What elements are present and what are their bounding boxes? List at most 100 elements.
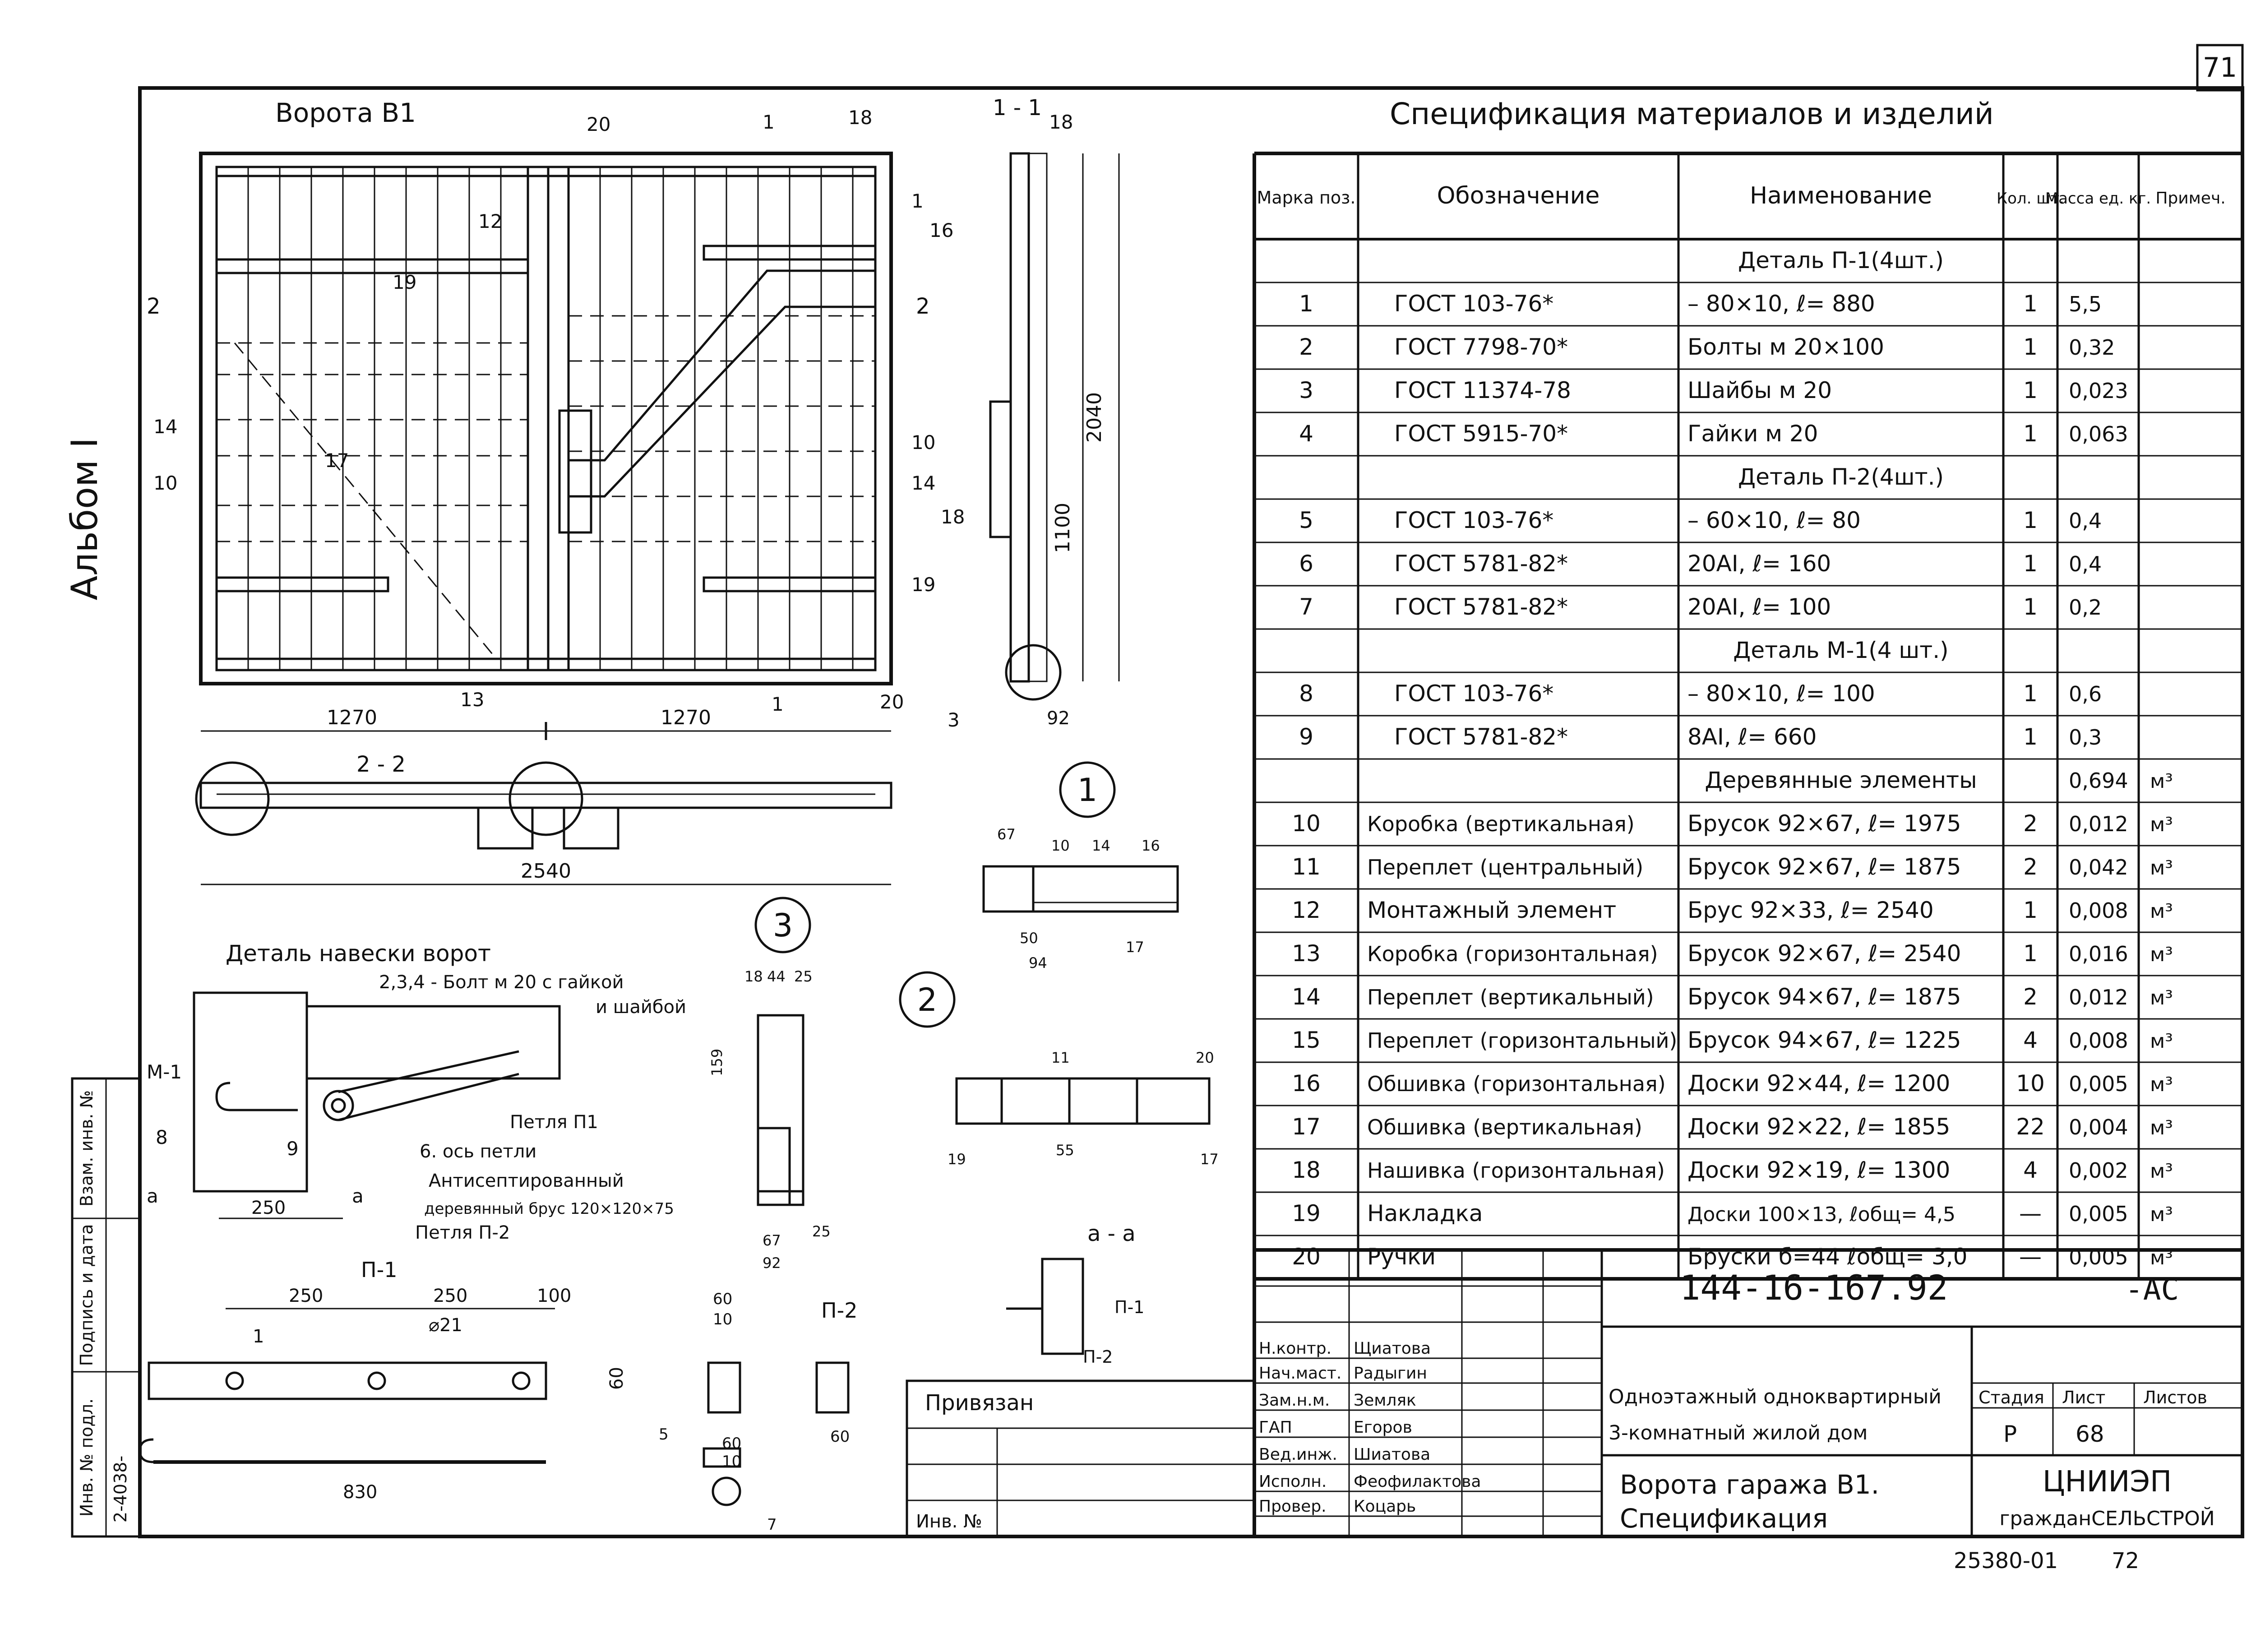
spec-cell-r1-c2: – 80×10, ℓ= 880 (1687, 291, 1875, 317)
spec-cell-r7-c0: 6 (1299, 551, 1313, 577)
spec-cell-r6-c2: – 60×10, ℓ= 80 (1687, 507, 1861, 533)
p1-dim-60: 60 (606, 1367, 627, 1390)
p1-dim-100: 100 (537, 1286, 571, 1306)
spec-cell-r11-c4: 0,3 (2069, 725, 2102, 750)
tb-name-4: Шиатова (1354, 1445, 1430, 1464)
spec-cell-r14-c5: м³ (2150, 856, 2173, 879)
spec-cell-r3-c4: 0,023 (2069, 379, 2128, 403)
tb-stage: Р (2003, 1421, 2017, 1447)
d3-dim-67: 67 (763, 1232, 781, 1249)
tb-role-3: ГАП (1259, 1418, 1292, 1437)
spec-cell-r20-c4: 0,004 (2069, 1115, 2128, 1139)
d2-mark-19: 19 (948, 1151, 966, 1168)
spec-cell-r23-c1: Ручки (1367, 1244, 1436, 1270)
spec-cell-r14-c1: Переплет (центральный) (1367, 855, 1643, 879)
spec-cell-r16-c2: Брусок 92×67, ℓ= 2540 (1687, 940, 1961, 967)
spec-cell-r6-c1: ГОСТ 103-76* (1394, 507, 1553, 533)
spec-header-1: Обозначение (1437, 182, 1600, 209)
tb-roles: Н.контр.ЩиатоваНач.маст.РадыгинЗам.н.м.З… (1259, 1339, 1481, 1516)
spec-cell-r2-c2: Болты м 20×100 (1687, 334, 1884, 360)
d3-dim-159: 159 (708, 1049, 726, 1076)
mark-10b: 10 (911, 431, 935, 453)
svg-text:2: 2 (916, 294, 930, 319)
p2-mark-5: 5 (659, 1425, 669, 1444)
spec-cell-r3-c1: ГОСТ 11374-78 (1394, 377, 1571, 403)
p1-mark-1: 1 (253, 1326, 264, 1347)
gate-elevation: Ворота В1 (147, 97, 953, 740)
section-a-a: а - а П-1 П-2 (1006, 1221, 1144, 1367)
d2-mark-20: 20 (1196, 1049, 1214, 1066)
d1-dim-10: 10 (1051, 837, 1070, 854)
spec-cell-r3-c2: Шайбы м 20 (1687, 377, 1832, 403)
spec-cell-r17-c3: 2 (2023, 984, 2038, 1010)
spec-cell-r17-c0: 14 (1292, 984, 1321, 1010)
spec-cell-r10-c0: 8 (1299, 680, 1313, 707)
hinge-detail-title: Деталь навески ворот (226, 940, 491, 967)
spec-cell-r6-c4: 0,4 (2069, 509, 2102, 533)
section-2-2: 2 - 2 2540 (195, 752, 892, 885)
spec-cell-r4-c2: Гайки м 20 (1687, 421, 1818, 447)
spec-cell-r22-c3: — (2019, 1200, 2042, 1226)
spec-table: Спецификация материалов и изделий Марка … (1253, 97, 2244, 1281)
tb-role-6: Провер. (1259, 1497, 1327, 1516)
spec-cell-r19-c1: Обшивка (горизонтальная) (1367, 1072, 1666, 1096)
spec-cell-r23-c2: Бруски б=44 ℓобщ= 3,0 (1687, 1244, 1967, 1270)
spec-cell-r16-c4: 0,016 (2069, 942, 2128, 966)
spec-cell-r14-c3: 2 (2023, 854, 2038, 880)
left-stamp: Инв. № подл. Подпись и дата Взам. инв. №… (71, 1077, 141, 1538)
spec-cell-r1-c3: 1 (2023, 291, 2038, 317)
spec-cell-r20-c0: 17 (1292, 1114, 1321, 1140)
d1-dim-67: 67 (997, 826, 1016, 843)
spec-cell-r19-c3: 10 (2016, 1070, 2045, 1097)
p1-dim-hole: ⌀21 (429, 1315, 462, 1336)
spec-cell-r22-c1: Накладка (1367, 1200, 1483, 1226)
tb-suffix: -АС (2125, 1272, 2179, 1307)
footer-code: 25380-01 (1954, 1548, 2058, 1573)
tb-doc-title2: Спецификация (1620, 1503, 1828, 1534)
d1-dim-94: 94 (1029, 954, 1047, 972)
p2-dim-10b: 10 (722, 1453, 741, 1471)
spec-cell-r21-c4: 0,002 (2069, 1158, 2128, 1183)
spec-cell-r17-c1: Переплет (вертикальный) (1367, 985, 1654, 1009)
spec-cell-r13-c1: Коробка (вертикальная) (1367, 812, 1635, 836)
spec-cell-r14-c0: 11 (1292, 854, 1321, 880)
tb-org2: гражданСЕЛЬСТРОЙ (1999, 1506, 2214, 1530)
d1-dim-50: 50 (1020, 930, 1038, 947)
tb-role-1: Нач.маст. (1259, 1364, 1341, 1383)
title-block: Привязан Инв. № 144-16-167.92 -АС (906, 1248, 2244, 1538)
spec-cell-r18-c0: 15 (1292, 1027, 1321, 1053)
spec-cell-r17-c4: 0,012 (2069, 985, 2128, 1009)
svg-text:1: 1 (1077, 772, 1098, 809)
p2-dim-60b: 60 (722, 1435, 741, 1453)
spec-cell-r15-c5: м³ (2150, 900, 2173, 923)
spec-cell-r20-c3: 22 (2016, 1114, 2045, 1140)
dim-depth: 92 (1047, 708, 1070, 729)
dim-width-left: 1270 (327, 706, 377, 729)
mark-13-section: 18 (1049, 111, 1073, 133)
d3-dim-25: 25 (794, 968, 813, 985)
mark-3: 3 (948, 709, 960, 731)
hinge-label-8: 8 (156, 1126, 168, 1148)
spec-cell-r13-c5: м³ (2150, 813, 2173, 836)
d3-dim-92: 92 (763, 1254, 781, 1272)
hinge-label-a-right: а (352, 1185, 364, 1207)
spec-cell-r6-c0: 5 (1299, 507, 1313, 533)
p2-mark-7: 7 (767, 1516, 777, 1534)
section-a-a-title: а - а (1087, 1221, 1136, 1246)
spec-cell-r10-c2: – 80×10, ℓ= 100 (1687, 680, 1875, 707)
tb-name-5: Феофилактова (1354, 1472, 1481, 1491)
tb-sheet-header: Лист (2062, 1388, 2105, 1407)
spec-cell-r4-c4: 0,063 (2069, 422, 2128, 446)
p1-dim-250b: 250 (433, 1286, 467, 1306)
spec-cell-r19-c2: Доски 92×44, ℓ= 1200 (1687, 1070, 1950, 1097)
d2-dim-55: 55 (1056, 1142, 1074, 1159)
dim-height-total: 2040 (1083, 392, 1106, 443)
spec-header-3: Кол. шт. (1997, 190, 2064, 208)
svg-text:3: 3 (773, 907, 793, 944)
hinge-dim-250: 250 (251, 1198, 286, 1218)
spec-cell-r4-c0: 4 (1299, 421, 1313, 447)
spec-cell-r21-c0: 18 (1292, 1157, 1321, 1183)
spec-cell-r22-c4: 0,005 (2069, 1202, 2128, 1226)
spec-cell-r1-c4: 5,5 (2069, 292, 2102, 316)
